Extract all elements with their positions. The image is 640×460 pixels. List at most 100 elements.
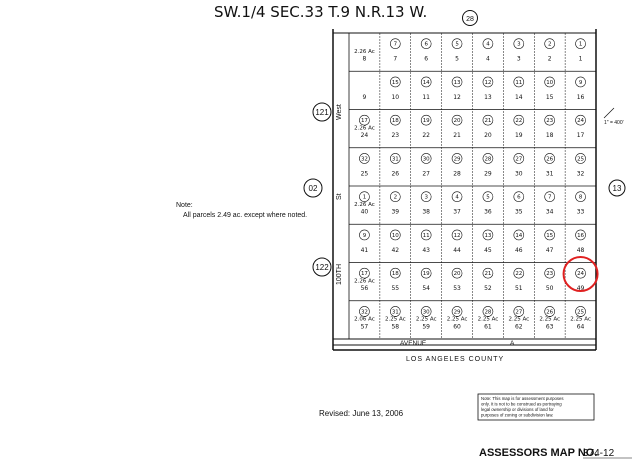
parcel-circle <box>544 38 555 50</box>
parcel-number: 45 <box>484 247 492 254</box>
road-02-circle <box>303 178 323 198</box>
parcel-circle-label: 2 <box>548 42 552 48</box>
parcel-acreage: 2.26 Ac <box>354 125 375 131</box>
parcel-circle <box>575 153 586 164</box>
parcel-number: 21 <box>453 132 461 139</box>
parcel-number: 43 <box>422 247 430 254</box>
parcel-circle <box>482 267 494 279</box>
parcel-circle <box>420 191 432 203</box>
parcel-acreage: 2.25 Ac <box>447 317 468 323</box>
parcel-circle <box>544 153 555 164</box>
parcel-number: 25 <box>361 170 369 177</box>
parcel-number: 63 <box>546 323 554 330</box>
parcel-circle <box>390 267 401 279</box>
parcel-acreage: 2.25 Ac <box>570 317 591 323</box>
parcel-circle <box>513 114 525 126</box>
parcel-circle <box>482 114 494 126</box>
parcel-circle <box>390 114 401 126</box>
parcel-circle <box>575 306 586 317</box>
parcel-circle-label: 26 <box>546 156 553 162</box>
map-boundary <box>332 29 597 351</box>
disclaimer-line: legal ownership or divisions of land for <box>481 407 554 412</box>
parcel-circle-label: 31 <box>392 309 399 315</box>
parcel-number: 37 <box>453 209 461 216</box>
parcel-circle <box>359 267 370 279</box>
parcel-circle <box>575 267 586 279</box>
parcel-circle-label: 28 <box>484 156 491 162</box>
county-label: LOS ANGELES COUNTY <box>406 356 504 363</box>
parcel-circle-label: 32 <box>361 156 368 162</box>
parcel-circle-label: 14 <box>515 233 522 239</box>
parcel-circle-label: 17 <box>361 271 368 277</box>
parcel-circle-label: 6 <box>517 195 521 201</box>
parcel-number: 59 <box>422 323 430 330</box>
parcel-number: 14 <box>515 94 523 101</box>
parcel-circle <box>451 114 463 126</box>
parcel-number: 9 <box>363 94 367 101</box>
parcel-circle-label: 10 <box>392 233 399 239</box>
parcel-circle <box>544 191 555 203</box>
parcel-circle-label: 22 <box>515 271 522 277</box>
road-122-circle <box>312 257 332 277</box>
parcel-circle-label: 27 <box>515 156 522 162</box>
parcel-number: 35 <box>515 209 523 216</box>
west-label: West <box>336 104 343 120</box>
section-circle <box>462 10 478 26</box>
parcel-circle <box>420 114 432 126</box>
parcel-circle <box>451 38 463 50</box>
parcel-circle <box>420 267 432 279</box>
parcel-circle-label: 4 <box>455 195 459 201</box>
parcel-circle <box>451 153 463 164</box>
parcel-circle-label: 20 <box>454 118 461 124</box>
parcel-circle <box>359 306 370 317</box>
parcel-circle <box>544 267 555 279</box>
disclaimer: Note: This map is for assessment purpose… <box>481 396 564 418</box>
parcel-number: 10 <box>391 94 399 101</box>
parcel-acreage: 2.06 Ac <box>354 317 375 323</box>
parcel-circle <box>420 229 432 241</box>
parcel-circle <box>544 229 555 241</box>
parcel-acreage: 2.25 Ac <box>385 317 406 323</box>
map-title: SW.1/4 SEC.33 T.9 N.R.13 W. <box>214 3 427 21</box>
disclaimer-box <box>477 393 595 421</box>
scale-label: 1" = 400' <box>604 120 624 126</box>
parcel-number: 18 <box>546 132 554 139</box>
parcel-circle-label: 21 <box>484 118 491 124</box>
parcel-number: 24 <box>361 132 369 139</box>
parcel-circle-label: 3 <box>517 42 521 48</box>
parcel-circle-label: 24 <box>577 118 584 124</box>
parcel-circle <box>513 267 525 279</box>
parcel-circle <box>359 114 370 126</box>
parcel-circle-label: 12 <box>484 80 491 86</box>
parcel-circle-label: 21 <box>484 271 491 277</box>
parcel-number: 34 <box>546 209 554 216</box>
parcel-number: 61 <box>484 323 492 330</box>
parcel-number: 36 <box>484 209 492 216</box>
parcel-number: 27 <box>422 170 430 177</box>
parcel-circle-label: 24 <box>577 271 584 277</box>
parcel-circle-label: 20 <box>454 271 461 277</box>
parcel-circle-label: 2 <box>394 195 398 201</box>
parcel-number: 47 <box>546 247 554 254</box>
parcel-circle <box>575 114 586 126</box>
road-02-label: 02 <box>309 184 318 193</box>
parcel-circle-label: 18 <box>392 271 399 277</box>
parcel-number: 4 <box>486 56 490 63</box>
parcel-number: 29 <box>484 170 492 177</box>
parcel-circle <box>390 76 401 88</box>
parcel-circle <box>451 76 463 88</box>
north-arrow-icon <box>603 107 615 119</box>
parcel-circle <box>513 153 525 164</box>
parcel-circle-label: 22 <box>515 118 522 124</box>
parcel-number: 19 <box>515 132 523 139</box>
parcel-circle <box>575 76 586 88</box>
parcel-circle <box>359 229 370 241</box>
parcel-circle-label: 19 <box>423 271 430 277</box>
parcel-circle-label: 6 <box>424 42 428 48</box>
parcel-number: 1 <box>579 56 583 63</box>
parcel-number: 5 <box>455 56 459 63</box>
parcel-circle-label: 13 <box>454 80 461 86</box>
parcel-circle-label: 13 <box>484 233 491 239</box>
parcel-number: 15 <box>546 94 554 101</box>
parcel-circle <box>451 191 463 203</box>
